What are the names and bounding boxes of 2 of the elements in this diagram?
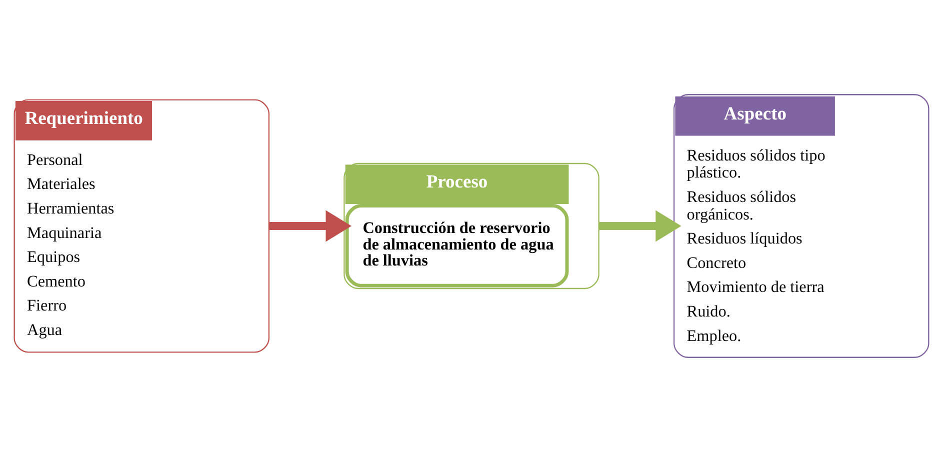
arrow [598,210,682,242]
arrow [268,210,352,242]
